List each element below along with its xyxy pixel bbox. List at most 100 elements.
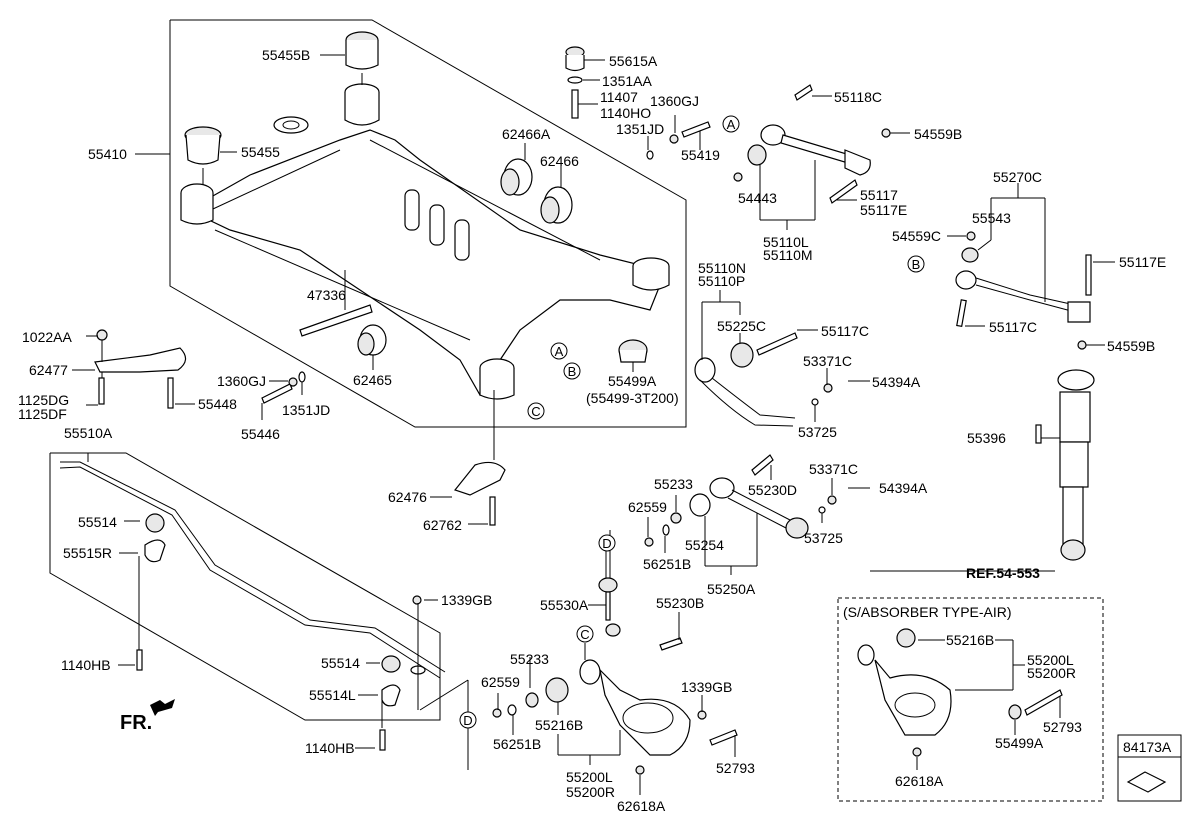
label-11407[interactable]: 11407 xyxy=(600,89,638,105)
label-56251B-b[interactable]: 56251B xyxy=(493,736,541,752)
bushing-62466A xyxy=(500,158,533,196)
label-62466[interactable]: 62466 xyxy=(540,153,579,169)
label-52793-b[interactable]: 52793 xyxy=(1043,719,1082,735)
label-55117[interactable]: 55117 xyxy=(860,187,898,203)
label-47336[interactable]: 47336 xyxy=(307,287,346,303)
label-54394A-b[interactable]: 54394A xyxy=(879,480,928,496)
callout-b-rod: B xyxy=(907,255,925,273)
label-62559-b[interactable]: 62559 xyxy=(481,674,520,690)
callout-c-arm: C xyxy=(576,625,594,643)
label-55200R-b[interactable]: 55200R xyxy=(1027,665,1076,681)
label-1339GB-a[interactable]: 1339GB xyxy=(441,592,492,608)
label-1140HB-b[interactable]: 1140HB xyxy=(305,740,355,756)
label-55117C-b[interactable]: 55117C xyxy=(989,319,1037,335)
label-1360GJ-top[interactable]: 1360GJ xyxy=(650,93,699,109)
bracket-62476 xyxy=(453,461,506,496)
label-62559-a[interactable]: 62559 xyxy=(628,499,667,515)
washer-1351JD-mid xyxy=(298,371,306,383)
label-55225C[interactable]: 55225C xyxy=(717,318,766,334)
label-55233-b[interactable]: 55233 xyxy=(510,651,549,667)
label-1140HO[interactable]: 1140HO xyxy=(600,105,651,121)
label-55514L[interactable]: 55514L xyxy=(309,687,356,703)
label-84173A[interactable]: 84173A xyxy=(1123,739,1172,755)
label-55515R[interactable]: 55515R xyxy=(63,545,112,561)
label-55117E-b[interactable]: 55117E xyxy=(1119,254,1166,270)
label-54559C[interactable]: 54559C xyxy=(892,228,941,244)
label-55543[interactable]: 55543 xyxy=(972,210,1011,226)
bolt-55446 xyxy=(261,383,293,404)
label-55110N[interactable]: 55110N xyxy=(698,260,746,276)
label-55455[interactable]: 55455 xyxy=(241,144,280,160)
label-55110L[interactable]: 55110L xyxy=(763,234,809,250)
label-55410[interactable]: 55410 xyxy=(88,146,127,162)
label-55200L-a[interactable]: 55200L xyxy=(566,769,613,785)
label-55448[interactable]: 55448 xyxy=(198,396,237,412)
bolt-1125DG xyxy=(98,377,105,405)
label-62466A[interactable]: 62466A xyxy=(502,126,551,142)
bolt-55448 xyxy=(167,377,174,409)
label-55510A[interactable]: 55510A xyxy=(64,425,113,441)
label-55254[interactable]: 55254 xyxy=(685,537,724,553)
label-1351AA[interactable]: 1351AA xyxy=(602,73,652,89)
label-54559B-top[interactable]: 54559B xyxy=(914,126,962,142)
label-52793-a[interactable]: 52793 xyxy=(716,760,755,776)
label-1140HB-a[interactable]: 1140HB xyxy=(61,657,111,673)
label-1360GJ-mid[interactable]: 1360GJ xyxy=(217,373,266,389)
label-55615A[interactable]: 55615A xyxy=(609,53,658,69)
upper-arm-55110L xyxy=(733,84,891,204)
callout-a-arm: A xyxy=(722,115,740,133)
label-55110P[interactable]: 55110P xyxy=(698,273,745,289)
label-54559B-b[interactable]: 54559B xyxy=(1107,338,1155,354)
lower-arm-55200L xyxy=(492,530,738,775)
label-53725-b[interactable]: 53725 xyxy=(804,530,843,546)
label-55118C[interactable]: 55118C xyxy=(834,89,882,105)
label-1351JD-mid[interactable]: 1351JD xyxy=(282,402,330,418)
label-55200L-b[interactable]: 55200L xyxy=(1027,652,1074,668)
bolt-11407 xyxy=(571,89,579,119)
label-55455B[interactable]: 55455B xyxy=(262,47,310,63)
label-55499A[interactable]: 55499A xyxy=(608,373,657,389)
label-ref-54-553[interactable]: REF.54-553 xyxy=(966,565,1040,581)
label-55233-a[interactable]: 55233 xyxy=(654,476,693,492)
label-1339GB-b[interactable]: 1339GB xyxy=(681,679,732,695)
label-55230D[interactable]: 55230D xyxy=(748,482,797,498)
part-84173A-box xyxy=(1117,734,1182,802)
label-62762[interactable]: 62762 xyxy=(423,517,462,533)
svg-text:A: A xyxy=(727,117,736,132)
label-62476[interactable]: 62476 xyxy=(388,489,427,505)
label-1125DF[interactable]: 1125DF xyxy=(18,406,67,422)
label-53371C-b[interactable]: 53371C xyxy=(809,461,858,477)
label-55216B-a[interactable]: 55216B xyxy=(535,717,583,733)
label-62618A-b[interactable]: 62618A xyxy=(895,773,944,789)
label-56251B-a[interactable]: 56251B xyxy=(643,556,691,572)
svg-text:C: C xyxy=(531,404,540,419)
label-55270C[interactable]: 55270C xyxy=(993,169,1042,185)
label-1125DG[interactable]: 1125DG xyxy=(18,392,69,408)
label-55250A[interactable]: 55250A xyxy=(707,581,756,597)
label-53725-a[interactable]: 53725 xyxy=(798,424,837,440)
label-55446[interactable]: 55446 xyxy=(241,426,280,442)
label-55514-a[interactable]: 55514 xyxy=(78,514,117,530)
label-55216B-b[interactable]: 55216B xyxy=(946,632,994,648)
label-55499A-b[interactable]: 55499A xyxy=(995,735,1044,751)
label-55419[interactable]: 55419 xyxy=(681,147,720,163)
label-54443[interactable]: 54443 xyxy=(738,190,777,206)
label-55230B[interactable]: 55230B xyxy=(656,595,704,611)
label-55396[interactable]: 55396 xyxy=(967,430,1006,446)
label-air-absorber-title: (S/ABSORBER TYPE-AIR) xyxy=(843,604,1012,620)
label-55514-b[interactable]: 55514 xyxy=(321,655,360,671)
label-62618A-a[interactable]: 62618A xyxy=(617,798,666,814)
label-62477[interactable]: 62477 xyxy=(29,362,68,378)
label-55530A[interactable]: 55530A xyxy=(540,597,589,613)
label-1351JD-top[interactable]: 1351JD xyxy=(616,121,664,137)
label-55110M[interactable]: 55110M xyxy=(763,247,813,263)
label-53371C-a[interactable]: 53371C xyxy=(803,353,852,369)
label-55117C-a[interactable]: 55117C xyxy=(821,323,869,339)
label-55200R-a[interactable]: 55200R xyxy=(566,784,615,800)
label-55499-3T200[interactable]: (55499-3T200) xyxy=(586,390,679,406)
label-1022AA[interactable]: 1022AA xyxy=(22,329,72,345)
label-55117E-a[interactable]: 55117E xyxy=(860,202,907,218)
label-62465[interactable]: 62465 xyxy=(353,372,392,388)
label-54394A-a[interactable]: 54394A xyxy=(872,374,921,390)
